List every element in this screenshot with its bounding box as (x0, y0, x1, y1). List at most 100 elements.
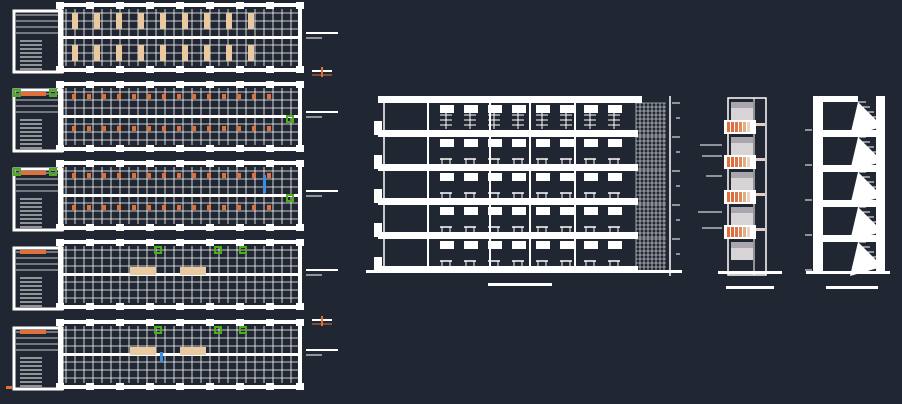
column (116, 319, 124, 326)
column (206, 2, 214, 9)
side-window (756, 228, 765, 231)
column (266, 160, 274, 167)
beam-drop (536, 207, 550, 215)
ground-line (806, 271, 890, 274)
column (296, 383, 304, 390)
beam-drop (584, 207, 598, 215)
column (86, 160, 94, 167)
beam-drop (560, 207, 574, 215)
furniture-counter (20, 330, 46, 334)
balcony-stripe (739, 192, 742, 202)
furniture-seat (132, 126, 136, 131)
column (296, 239, 304, 246)
furniture-bed (94, 13, 100, 29)
furniture-counter (20, 92, 46, 96)
column (266, 319, 274, 326)
furniture-bed (182, 45, 188, 61)
column (86, 224, 94, 231)
balcony-stripe (743, 122, 746, 132)
column (206, 66, 214, 73)
column (176, 66, 184, 73)
stair-flight (850, 102, 878, 136)
balcony-stripe (735, 192, 738, 202)
furniture-bed (248, 45, 254, 61)
floor-slab (378, 232, 638, 239)
furniture-seat (222, 94, 226, 99)
balcony-stripe (739, 122, 742, 132)
plan-stair-wing (12, 246, 64, 311)
floor-plan-2 (12, 81, 338, 153)
beam-drop (584, 241, 598, 249)
furniture-seat (252, 205, 256, 210)
floor-slab (813, 200, 878, 207)
beam-drop (536, 173, 550, 181)
beam-drop (488, 173, 502, 181)
beam-drop (464, 139, 478, 147)
blue-marker (263, 175, 266, 193)
balcony-stripe (727, 122, 730, 132)
column (236, 303, 244, 310)
glass-shade (731, 242, 753, 248)
beam-drop (440, 207, 454, 215)
green-marker (49, 168, 57, 176)
column (86, 66, 94, 73)
furniture-seat (117, 94, 121, 99)
furniture-seat (72, 173, 76, 178)
beam-drop (560, 105, 574, 113)
column (266, 66, 274, 73)
column (86, 239, 94, 246)
column (206, 145, 214, 152)
column (146, 81, 154, 88)
column (56, 383, 64, 390)
column (56, 2, 64, 9)
column (176, 224, 184, 231)
column (146, 239, 154, 246)
column (176, 319, 184, 326)
floor-slab (378, 266, 638, 273)
column (266, 383, 274, 390)
furniture-counter (20, 250, 46, 254)
window-panel (724, 172, 765, 204)
window-panel (724, 207, 765, 239)
marker (6, 386, 12, 389)
balcony-edge (374, 121, 382, 135)
furniture-bed (226, 45, 232, 61)
column (86, 81, 94, 88)
green-marker (214, 246, 222, 254)
green-marker (49, 89, 57, 97)
beam-drop (584, 105, 598, 113)
column (176, 81, 184, 88)
balcony-stripe (743, 192, 746, 202)
front-elevation (698, 97, 782, 289)
side-window (756, 123, 765, 126)
beam-drop (584, 173, 598, 181)
floor-plan-3 (12, 160, 338, 232)
column (206, 81, 214, 88)
balcony-edge (374, 257, 382, 271)
column (176, 145, 184, 152)
beam-drop (464, 105, 478, 113)
furniture-seat (252, 173, 256, 178)
column (266, 303, 274, 310)
beam-drop (464, 173, 478, 181)
furniture-bed (72, 13, 78, 29)
window-panel (724, 137, 765, 169)
balcony-stripe (743, 227, 746, 237)
furniture-seat (192, 126, 196, 131)
floor-plan-4 (12, 239, 338, 311)
column (236, 160, 244, 167)
furniture-seat (117, 126, 121, 131)
side-window (756, 158, 765, 161)
furniture-seat (117, 205, 121, 210)
column (236, 319, 244, 326)
column (86, 319, 94, 326)
beam-drop (584, 139, 598, 147)
glass-shade (731, 172, 753, 178)
column (296, 81, 304, 88)
beam-drop (560, 173, 574, 181)
furniture-table (130, 267, 156, 275)
furniture-seat (132, 205, 136, 210)
column (116, 224, 124, 231)
stair-section (805, 96, 890, 289)
